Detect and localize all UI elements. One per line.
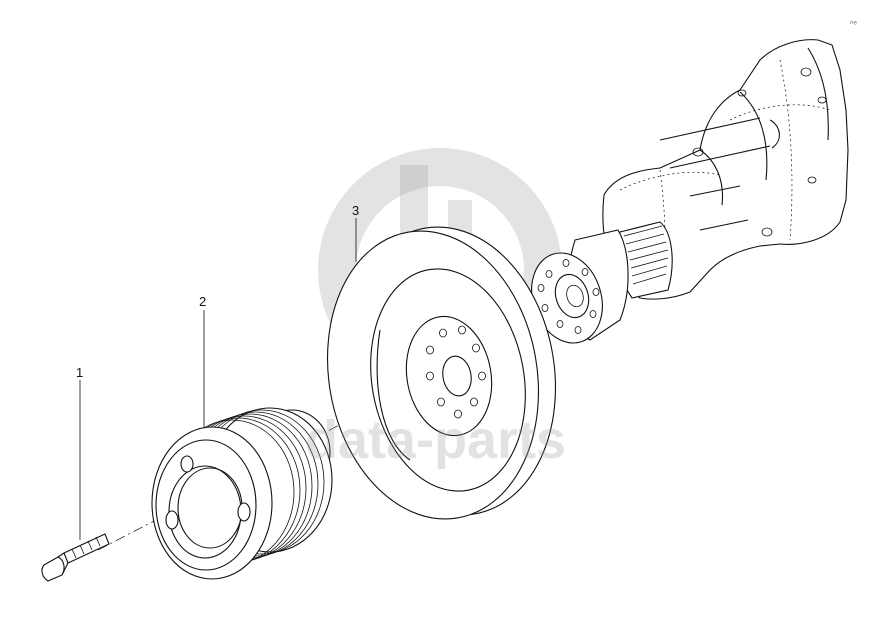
crankshaft	[531, 39, 849, 344]
damper-disc	[326, 226, 557, 520]
callout-number-2: 2	[199, 294, 206, 309]
belt-pulley	[151, 407, 333, 580]
callout-number-1: 1	[76, 365, 83, 380]
callouts: 1 2 3	[76, 203, 359, 540]
flange-bolt-holes	[537, 259, 600, 334]
corner-mark: ₙₑ	[850, 16, 858, 26]
watermark-text: data-parts	[305, 410, 566, 470]
bolt	[41, 533, 110, 582]
damper-bolt-holes	[426, 325, 486, 419]
callout-number-3: 3	[352, 203, 359, 218]
